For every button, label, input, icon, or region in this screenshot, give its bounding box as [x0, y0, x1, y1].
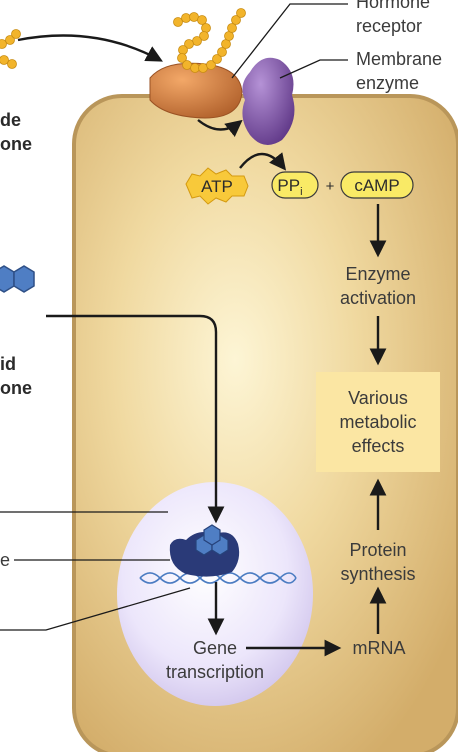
various-effects-label: Various metabolic effects [339, 388, 417, 456]
arrow-hormone-to-receptor [17, 34, 163, 62]
ppi-subscript: i [300, 186, 302, 198]
left-cut-label: e [0, 550, 11, 570]
gene-transcription-label: Gene transcription [165, 638, 265, 682]
camp-pill [340, 171, 414, 199]
various-effects-box [316, 372, 440, 472]
bound-steroid-hexagons [195, 524, 229, 556]
leader-dna [0, 587, 191, 631]
protein-synthesis-label: Protein synthesis [340, 540, 416, 584]
arrow-receptor-to-enzyme [197, 119, 243, 137]
hormone-receptor-label: Hormone receptor [356, 0, 431, 36]
svg-text:PPi: PPi [277, 176, 302, 198]
leader-hormone-receptor [231, 3, 348, 79]
steroid-hormone-hexagons [0, 265, 35, 293]
arrow-steroid-to-nucleus [46, 314, 225, 524]
arrow-atp-to-products [239, 152, 287, 171]
camp-text: cAMP [354, 176, 399, 195]
atp-burst [185, 167, 249, 205]
ppi-text: PP [277, 176, 300, 195]
membrane-enzyme-shape [242, 57, 295, 145]
atp-text: ATP [201, 177, 233, 196]
enzyme-activation-label: Enzyme activation [339, 264, 417, 308]
peptide-hormone-beads [0, 8, 246, 73]
leader-membrane-enzyme [279, 59, 348, 79]
steroid-hormone-label-partial: id one [0, 354, 33, 398]
mrna-label: mRNA [352, 638, 406, 658]
dna-helix [139, 572, 297, 584]
membrane-enzyme-label: Membrane enzyme [356, 49, 443, 93]
peptide-hormone-label-partial: de one [0, 110, 33, 154]
plus-sign: + [326, 178, 335, 195]
ppi-pill [271, 171, 319, 199]
